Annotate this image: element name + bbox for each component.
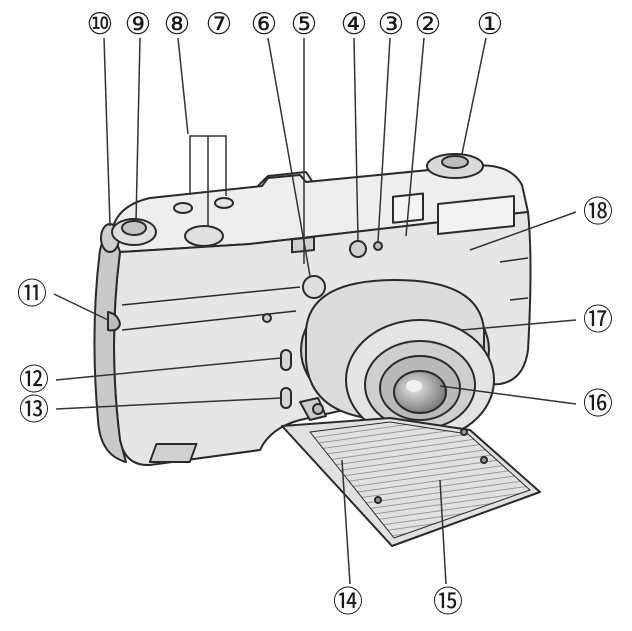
leader-8	[177, 37, 189, 135]
top-controls	[100, 153, 484, 253]
leader-1	[461, 37, 487, 155]
flap-screw-3	[460, 428, 468, 436]
callout-10: ⑩	[87, 7, 114, 42]
leader-17	[461, 319, 577, 331]
flap-screw-1	[374, 496, 382, 504]
flap-grooves	[309, 421, 531, 539]
mode-dial-center	[441, 155, 469, 169]
leader-9	[135, 37, 141, 223]
leader-10	[103, 37, 111, 227]
leader-12	[55, 357, 282, 381]
leader-2	[405, 37, 425, 237]
top-button-a	[173, 202, 193, 214]
callout-11: ⑪	[17, 277, 47, 312]
callout-7: ⑦	[206, 7, 233, 42]
lens-cover-flap	[148, 397, 541, 547]
callout-17: ⑰	[583, 303, 613, 338]
leader-3	[377, 37, 391, 243]
callout-9: ⑨	[125, 7, 152, 42]
light-sensor	[349, 240, 367, 258]
lens-glass	[393, 370, 447, 414]
command-dial-cap	[121, 220, 147, 236]
self-timer-lamp	[302, 275, 326, 299]
callout-4: ④	[341, 7, 368, 42]
accessory-shoe	[257, 171, 313, 187]
leader-7	[189, 135, 227, 226]
leader-14	[341, 459, 351, 585]
callout-6: ⑥	[251, 7, 278, 42]
callout-leader-lines	[53, 37, 577, 585]
leader-13	[55, 397, 282, 410]
leader-6	[267, 37, 311, 277]
callout-1: ①	[477, 7, 504, 42]
callout-8: ⑧	[164, 7, 191, 42]
callout-14: ⑭	[333, 585, 363, 620]
strap-lug	[107, 311, 121, 332]
viewfinder-window	[437, 194, 515, 235]
callout-5: ⑤	[291, 7, 318, 42]
callout-12: ⑫	[19, 363, 49, 398]
callout-3: ③	[378, 7, 405, 42]
sensor-dot	[373, 241, 383, 251]
flap-latch	[148, 443, 198, 463]
top-button-b	[214, 197, 234, 209]
body-screw	[262, 313, 272, 323]
leader-16	[439, 385, 577, 405]
leader-11	[53, 293, 109, 321]
callout-16: ⑯	[583, 387, 613, 422]
flap-screw-2	[480, 456, 488, 464]
hinge-screw	[312, 403, 324, 415]
leader-18	[469, 211, 577, 251]
callout-labels: ① ② ③ ④ ⑤ ⑥ ⑦ ⑧ ⑨ ⑩ ⑪ ⑫ ⑬ ⑭ ⑮ ⑯ ⑰ ⑱	[17, 7, 613, 620]
leader-15	[439, 479, 447, 585]
front-button-lower	[280, 387, 292, 409]
callout-2: ②	[415, 7, 442, 42]
camera-left-end	[93, 229, 127, 463]
callout-13: ⑬	[19, 393, 49, 428]
shutter-release	[184, 225, 224, 247]
leader-4	[353, 37, 359, 241]
callout-15: ⑮	[433, 585, 463, 620]
callout-18: ⑱	[583, 195, 613, 230]
front-button-upper	[280, 349, 292, 371]
body-belt-line-upper	[121, 257, 529, 306]
lens-glass-highlight	[406, 380, 422, 392]
lens-assembly	[300, 278, 495, 441]
